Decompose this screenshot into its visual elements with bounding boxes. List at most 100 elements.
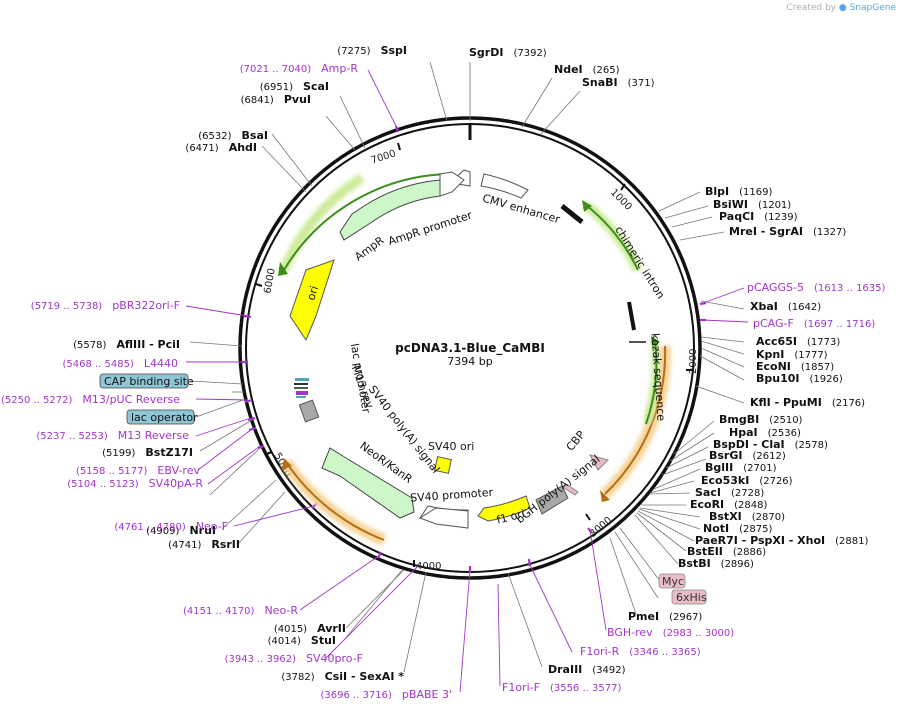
bgh-box bbox=[535, 485, 569, 515]
sv40-ori-box bbox=[434, 456, 452, 474]
plasmid-length: 7394 bp bbox=[447, 355, 492, 368]
enzyme-label: PaqCI(1239) bbox=[719, 210, 798, 223]
enzyme-label: BstXI(2870) bbox=[709, 510, 785, 523]
enzyme-label: SacI(2728) bbox=[695, 486, 764, 499]
enzyme-label: (7275)SspI bbox=[337, 44, 407, 57]
plasmid-name: pcDNA3.1-Blue_CaMBI bbox=[395, 341, 545, 356]
primer-label: F1ori-F(3556 .. 3577) bbox=[502, 681, 621, 694]
enzyme-label: NotI(2875) bbox=[703, 522, 772, 535]
chimeric-intron-label: chimeric intron bbox=[612, 224, 667, 301]
enzyme-label: DraIII(3492) bbox=[548, 663, 626, 676]
enzyme-label: BsrGI(2612) bbox=[709, 449, 786, 462]
enzyme-label: EcoNI(1857) bbox=[756, 360, 834, 373]
primer-label: (5719 .. 5738)pBR322ori-F bbox=[31, 299, 180, 312]
enzyme-label: BstBI(2896) bbox=[678, 557, 754, 570]
sv40-pa-box bbox=[298, 399, 320, 423]
enzyme-label: XbaI(1642) bbox=[750, 300, 821, 313]
enzyme-label: (5578)AflIII - PciI bbox=[73, 338, 180, 351]
sv40-ori-label: SV40 ori bbox=[428, 440, 474, 453]
features bbox=[278, 169, 672, 546]
enzyme-label: BspDI - ClaI(2578) bbox=[713, 438, 828, 451]
inner-green-arrow bbox=[645, 339, 658, 425]
ampr-promoter-label: AmpR promoter bbox=[386, 208, 474, 248]
enzyme-label: Bpu10I(1926) bbox=[756, 372, 843, 385]
tick-label-6000: 6000 bbox=[263, 268, 278, 295]
enzyme-label: Eco53kI(2726) bbox=[701, 474, 793, 487]
enzyme-label: NdeI(265) bbox=[554, 63, 620, 76]
snapgene-watermark: Created by ● SnapGene bbox=[786, 3, 896, 13]
cmv-enhancer-arrow bbox=[480, 173, 529, 199]
enzyme-label: BglII(2701) bbox=[705, 461, 777, 474]
enzyme-label: (6951)ScaI bbox=[260, 80, 329, 93]
chimeric-intron-arrow bbox=[585, 204, 639, 271]
enzyme-label: (6471)AhdI bbox=[185, 141, 257, 154]
sv40-promoter-label: SV40 promoter bbox=[410, 486, 494, 505]
enzyme-label: SgrDI(7392) bbox=[469, 46, 547, 59]
promoter-bar bbox=[560, 204, 584, 224]
lac-region-marks bbox=[294, 378, 309, 398]
enzyme-label: KflI - PpuMI(2176) bbox=[750, 396, 865, 409]
enzyme-label: HpaI(2536) bbox=[729, 426, 801, 439]
ampr-label: AmpR bbox=[352, 234, 387, 264]
tick-label-4000: 4000 bbox=[416, 561, 441, 572]
primer-label: (4151 .. 4170)Neo-R bbox=[183, 604, 298, 617]
enzyme-label: (5199)BstZ17I bbox=[102, 446, 193, 459]
primer-label: (5250 .. 5272)M13/pUC Reverse bbox=[1, 393, 180, 406]
primer-label: (3943 .. 3962)SV40pro-F bbox=[225, 652, 363, 665]
bgh-label: bGH poly(A) signal bbox=[514, 453, 603, 526]
primer-label: pCAG-F(1697 .. 1716) bbox=[753, 317, 875, 330]
kozak-bar bbox=[627, 301, 636, 331]
leader-lines bbox=[189, 61, 745, 673]
primer-label: (3696 .. 3716)pBABE 3' bbox=[321, 688, 453, 701]
cambi-orf-arrow bbox=[604, 345, 667, 495]
primer-label: (5104 .. 5123)SV40pA-R bbox=[67, 477, 203, 490]
neo-orf-arrow bbox=[285, 461, 385, 541]
ori-label: ori bbox=[304, 284, 321, 302]
ampr-arrow bbox=[339, 179, 441, 241]
his-label: 6xHis bbox=[676, 591, 707, 604]
primer-label: (4761 .. 4780)Neo-F bbox=[114, 520, 228, 533]
tick-label-7000: 7000 bbox=[370, 148, 398, 166]
enzyme-label: Acc65I(1773) bbox=[756, 335, 840, 348]
amp-outer-arrow bbox=[283, 173, 449, 271]
f1-ori-arrow bbox=[477, 495, 531, 522]
myc-label: Myc bbox=[662, 575, 684, 588]
enzyme-label: (4015)AvrII bbox=[274, 622, 346, 635]
lac-operator-label: lac operator bbox=[131, 411, 198, 424]
primer-label: (5158 .. 5177)EBV-rev bbox=[76, 464, 200, 477]
enzyme-label: (6841)PvuI bbox=[241, 93, 311, 106]
cbp-shape bbox=[589, 454, 609, 471]
enzyme-label: BmgBI(2510) bbox=[719, 413, 803, 426]
enzyme-label: (3782)CsiI - SexAI * bbox=[281, 670, 404, 683]
cbp-label: CBP bbox=[564, 428, 588, 453]
enzymes-right: SgrDI(7392) NdeI(265) SnaBI(371) BlpI(11… bbox=[469, 46, 869, 676]
ori-arrow bbox=[289, 259, 335, 342]
enzyme-label: PaeR7I - PspXI - XhoI(2881) bbox=[695, 534, 869, 547]
enzyme-label: MreI - SgrAI(1327) bbox=[729, 225, 846, 238]
enzyme-label: (4014)StuI bbox=[268, 634, 336, 647]
enzyme-label: EcoRI(2848) bbox=[690, 498, 768, 511]
enzyme-label: BstEII(2886) bbox=[687, 545, 766, 558]
primer-label: (5468 .. 5485)L4440 bbox=[62, 357, 178, 370]
enzyme-label: BsiWI(1201) bbox=[713, 198, 791, 211]
enzyme-label: SnaBI(371) bbox=[582, 76, 655, 89]
enzyme-label: KpnI(1777) bbox=[756, 348, 828, 361]
primer-labels: (7021 .. 7040)Amp-R (5719 .. 5738)pBR322… bbox=[1, 62, 886, 701]
primer-label: pCAGGS-5(1613 .. 1635) bbox=[747, 281, 886, 294]
tick-label-2000: 2000 bbox=[688, 349, 699, 374]
cap-binding-label: CAP binding site bbox=[104, 375, 194, 388]
enzyme-label: BlpI(1169) bbox=[705, 185, 772, 198]
primer-label: BGH-rev(2983 .. 3000) bbox=[607, 626, 734, 639]
enzyme-label: (4741)RsrII bbox=[168, 538, 240, 551]
primer-label: (7021 .. 7040)Amp-R bbox=[240, 62, 359, 75]
primer-lines bbox=[185, 69, 749, 693]
enzymes-left: (7275)SspI (6951)ScaI (6841)PvuI (6532)B… bbox=[73, 44, 407, 683]
enzyme-label: (6532)BsaI bbox=[198, 129, 268, 142]
enzyme-label: PmeI(2967) bbox=[628, 610, 702, 623]
enzyme-label: (4909)NruI bbox=[146, 524, 216, 537]
boxed-features: CAP binding site lac operator Myc 6xHis bbox=[99, 373, 707, 605]
kozak-label: kozak sequence bbox=[648, 333, 667, 422]
primer-label: (5237 .. 5253)M13 Reverse bbox=[36, 429, 189, 442]
plasmid-title: pcDNA3.1-Blue_CaMBI 7394 bp bbox=[395, 341, 545, 368]
